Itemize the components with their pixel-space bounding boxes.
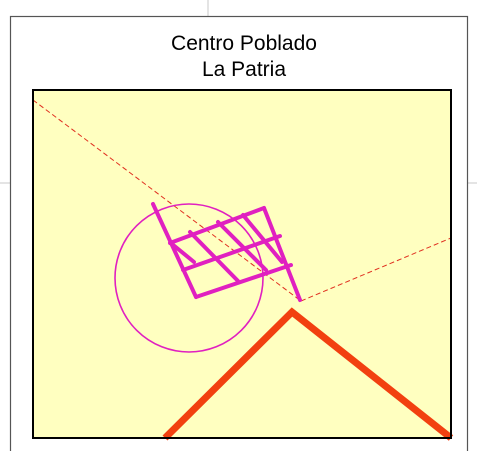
street-segment [194, 263, 293, 299]
street-grid [151, 202, 302, 302]
street-segment [216, 220, 268, 272]
street-segment [262, 206, 302, 302]
locality-radius-circle [114, 203, 264, 353]
boundary-line-east [300, 237, 452, 302]
street-segment [241, 213, 284, 264]
map-border [32, 89, 452, 439]
map-title-line-2: La Patria [201, 58, 287, 81]
map-title-line-1: Centro Poblado [171, 32, 317, 55]
map-content [32, 99, 454, 441]
street-segment [188, 230, 240, 283]
street-segment [151, 202, 198, 299]
main-road [162, 307, 454, 441]
street-segment [170, 242, 196, 264]
street-segment [168, 206, 266, 245]
map-title: Centro Poblado La Patria [36, 31, 452, 83]
